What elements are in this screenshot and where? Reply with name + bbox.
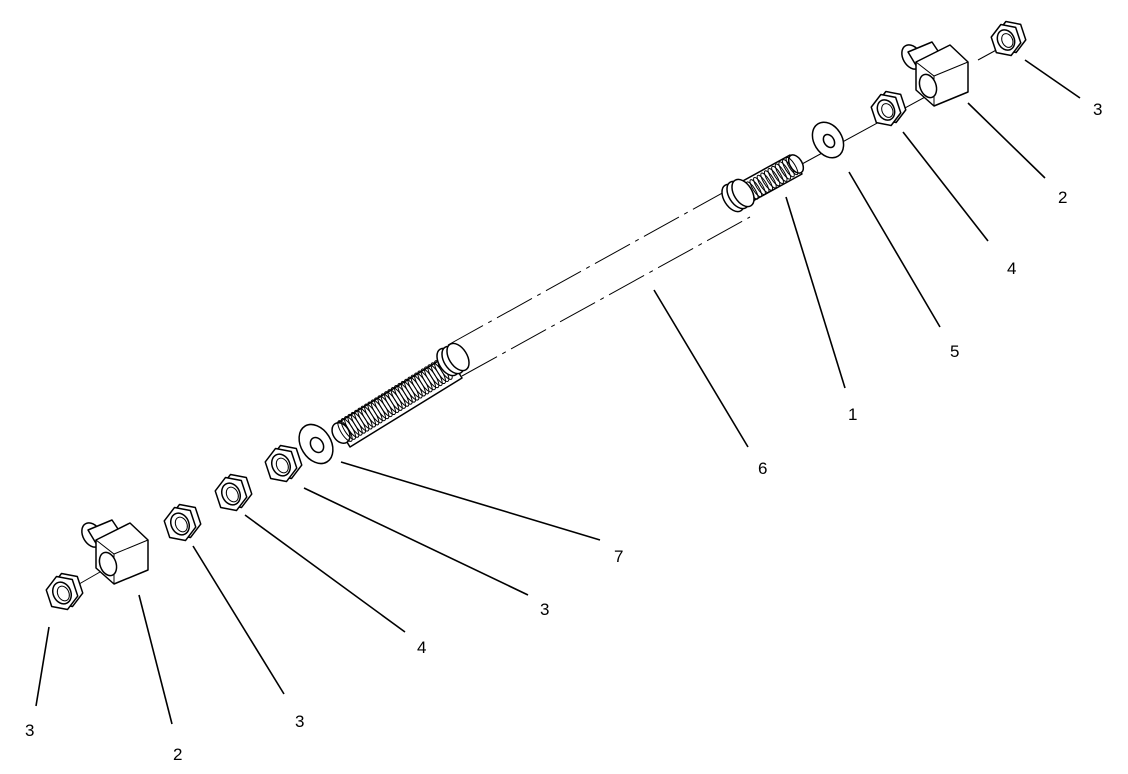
- leader-line-4-bottom: [244, 514, 406, 633]
- callout-4-bottom: 4: [417, 638, 426, 657]
- hex-nut-upper: [870, 90, 907, 127]
- callout-4-top: 4: [1007, 259, 1016, 278]
- callout-3-mid: 3: [540, 600, 549, 619]
- washer-upper: [811, 121, 845, 159]
- lower-threaded-section: [331, 342, 470, 448]
- leader-line-3-bottom: [35, 626, 50, 707]
- callout-3-bottom: 3: [25, 721, 34, 740]
- elbow-fitting-upper: [901, 41, 969, 107]
- hex-nut-top: [990, 20, 1027, 57]
- hex-nuts: [45, 20, 1027, 611]
- leader-line-6: [653, 289, 749, 448]
- hex-nut-lower-2: [214, 473, 253, 512]
- leader-line-5: [848, 171, 941, 328]
- hex-nut-lower-3: [163, 503, 202, 542]
- callout-5: 5: [950, 342, 959, 361]
- leader-lines: [35, 59, 1081, 725]
- callout-1: 1: [848, 405, 857, 424]
- callout-labels: 3 2 4 5 1 6 7 3 4 3 2 3: [25, 100, 1102, 764]
- pipe-upper-phantom-line: [447, 185, 736, 346]
- leader-line-4-top: [902, 131, 989, 242]
- upper-threaded-section: [721, 154, 805, 213]
- callout-3-top: 3: [1093, 100, 1102, 119]
- callout-7: 7: [614, 547, 623, 566]
- leader-line-2-top: [967, 102, 1046, 179]
- elbow-fitting-lower: [81, 519, 149, 585]
- leader-line-3-mid: [303, 487, 529, 596]
- callout-3-low: 3: [295, 712, 304, 731]
- pipe-assembly: [331, 154, 805, 448]
- leader-line-3-top: [1024, 59, 1081, 99]
- washer-lower: [298, 423, 334, 465]
- pipe-lower-phantom-line: [461, 216, 751, 377]
- hex-nut-lower-1: [264, 444, 303, 483]
- leader-line-1: [785, 196, 846, 389]
- leader-line-3-low: [192, 545, 285, 695]
- hex-nut-bottom: [45, 572, 84, 611]
- callout-2-top: 2: [1058, 188, 1067, 207]
- leader-line-2-bottom: [138, 594, 173, 725]
- callout-2-bottom: 2: [173, 745, 182, 764]
- callout-6: 6: [758, 459, 767, 478]
- leader-line-7: [340, 461, 601, 541]
